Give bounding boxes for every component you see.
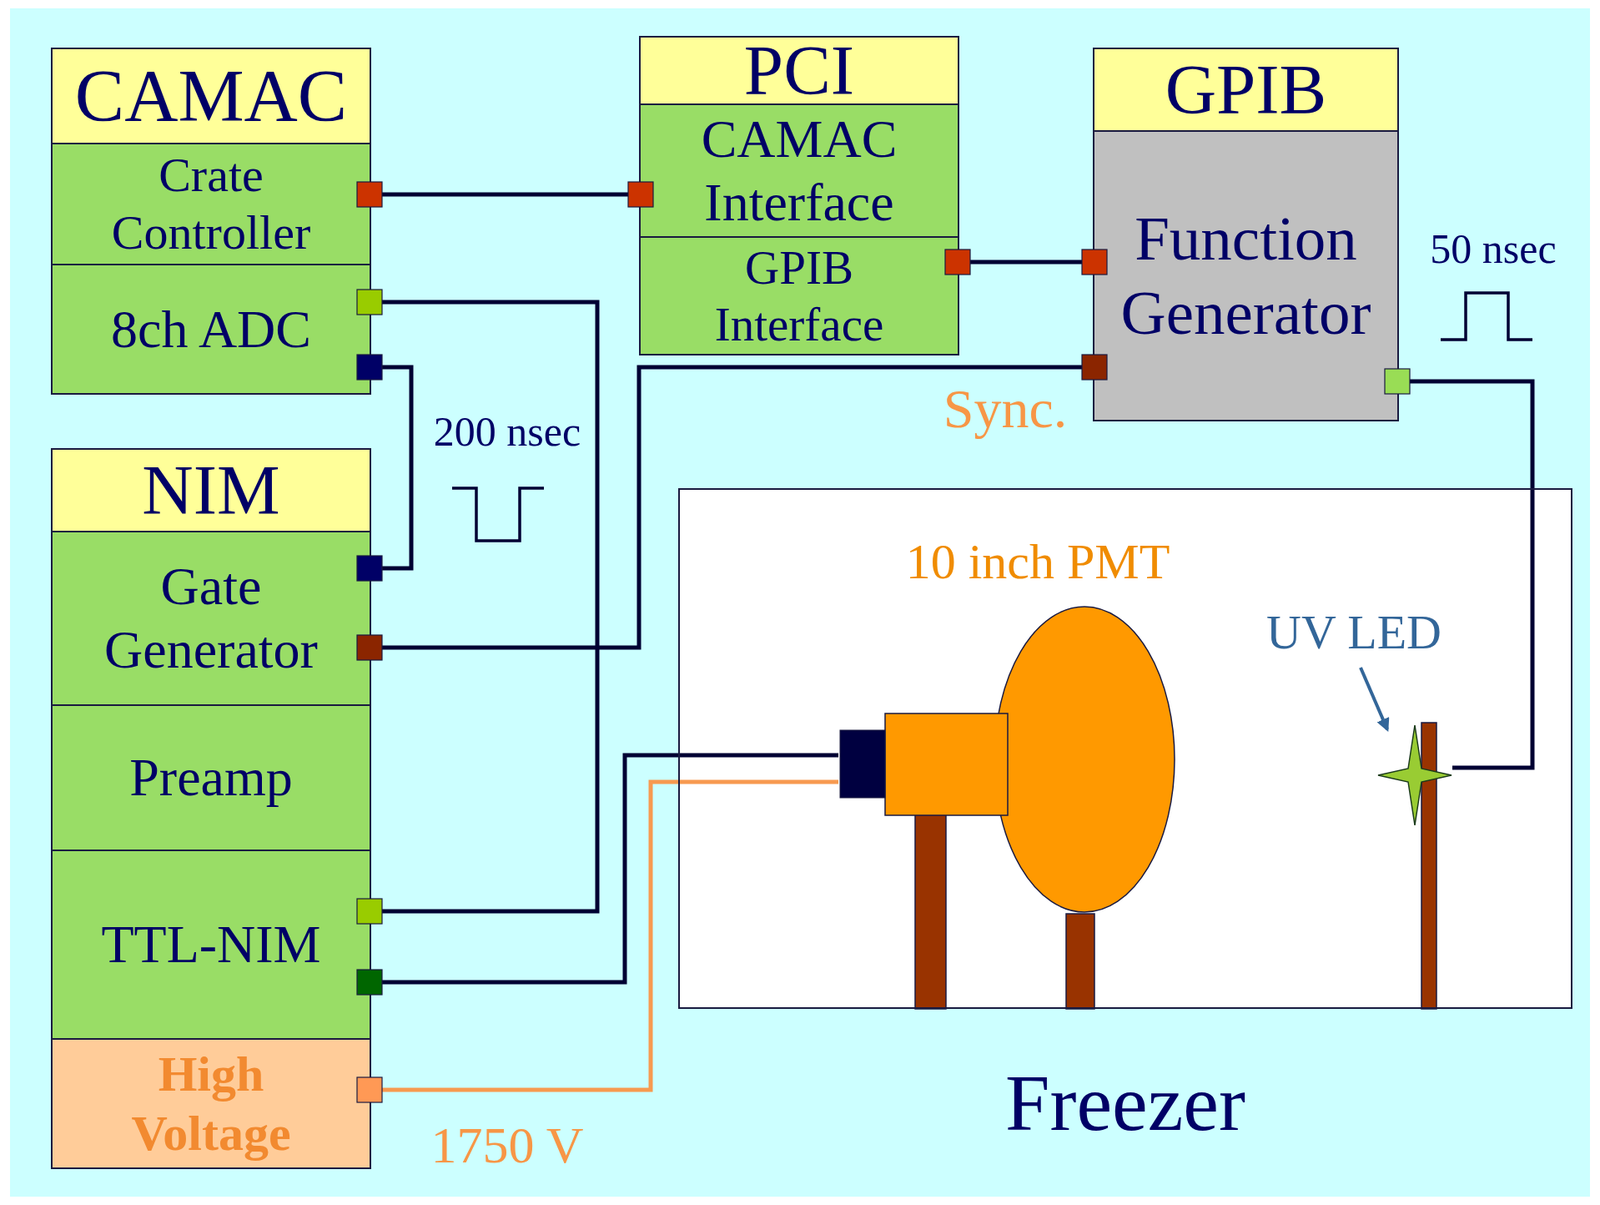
signal-cable [1397, 381, 1533, 768]
pmt-base [840, 729, 886, 798]
signal-cable [369, 367, 412, 569]
connector-port [357, 555, 383, 581]
signal-label: 50 nsec [1429, 226, 1556, 272]
module-box: PCICAMAC InterfaceGPIB Interface [638, 35, 960, 356]
module-box: 8ch ADC [52, 263, 370, 393]
pmt-stand-leg [1066, 913, 1095, 1009]
node-label: NIM [141, 447, 280, 532]
node-label: Freezer [1005, 1055, 1246, 1150]
module-box: Crate Controller [52, 142, 370, 264]
module-header: GPIB [1094, 49, 1398, 131]
node-label: PCI [744, 28, 855, 112]
signal-label: 200 nsec [433, 408, 581, 455]
signal-cable [369, 301, 598, 911]
signal-cable [369, 781, 839, 1090]
node-label: Gate Generator [85, 554, 337, 681]
connector-port [1081, 249, 1107, 275]
module-box: TTL-NIM [52, 849, 370, 1038]
connector-port [1081, 354, 1107, 380]
freezer-interior [678, 488, 1573, 1009]
node-label: Crate Controller [85, 146, 337, 262]
led-star [1378, 724, 1452, 826]
signal-cable [369, 754, 839, 982]
shape-heading: 10 inch PMT [905, 532, 1171, 592]
below-node: Freezer10 inch PMTUV LED [678, 488, 1573, 1009]
connector-port [357, 969, 383, 995]
pmt-neck [885, 713, 1008, 816]
node-label: Function Generator [1108, 201, 1384, 350]
signal-cable [369, 367, 1095, 648]
signal-cable [369, 192, 641, 197]
node-label: UV LED [1266, 603, 1442, 661]
node-label: GPIB [1165, 47, 1328, 131]
module-box: CAMAC Interface [640, 103, 958, 237]
signal-label: Sync. [943, 378, 1068, 440]
module-header: NIM [52, 449, 370, 531]
node-label: Preamp [129, 745, 293, 810]
connector-port [945, 249, 971, 275]
module-box: GPIB Function Generator [1092, 47, 1399, 422]
gate-pulse-symbol [452, 488, 544, 541]
connector-port [357, 1076, 383, 1102]
connector-port [357, 898, 383, 924]
connector-port [357, 634, 383, 660]
module-box: Function Generator [1094, 130, 1398, 420]
module-box: CAMACCrate Controller 8ch ADC [50, 47, 372, 395]
node-label: CAMAC [75, 51, 348, 140]
connector-port [628, 181, 654, 207]
node-label: 8ch ADC [110, 297, 312, 362]
node-label: 10 inch PMT [905, 532, 1171, 592]
module-box: Preamp [52, 704, 370, 850]
connector-port [357, 354, 383, 380]
led-pole [1421, 722, 1437, 1009]
module-box: Gate Generator [52, 530, 370, 705]
pmt-node: 10 inch PMT [838, 532, 1176, 916]
module-box: High Voltage [52, 1037, 370, 1168]
signal-label: 1750 V [430, 1116, 584, 1173]
connector-port [1384, 368, 1410, 394]
module-header: CAMAC [52, 49, 370, 143]
module-box: NIM Gate GeneratorPreampTTL-NIM High Volta… [50, 447, 372, 1169]
node-label: High Voltage [94, 1044, 328, 1163]
outside-heading: Freezer [679, 1055, 1571, 1150]
pmt-outline [838, 532, 1176, 916]
shape-heading: UV LED [1266, 603, 1442, 661]
pmt-stand-leg [915, 813, 946, 1009]
led-pulse-symbol [1440, 292, 1533, 340]
pmt-bulb [994, 606, 1175, 912]
leader-arrow [1360, 667, 1388, 730]
led-node: UV LED [1257, 603, 1453, 829]
node-label: TTL-NIM [100, 912, 321, 977]
module-header: PCI [640, 37, 958, 104]
connector-port [357, 181, 383, 207]
signal-cable [957, 260, 1095, 265]
node-label: GPIB Interface [674, 239, 925, 353]
connector-port [357, 289, 383, 315]
node-label: CAMAC Interface [674, 107, 925, 234]
background-panel [10, 8, 1590, 1197]
module-box: GPIB Interface [640, 236, 958, 354]
